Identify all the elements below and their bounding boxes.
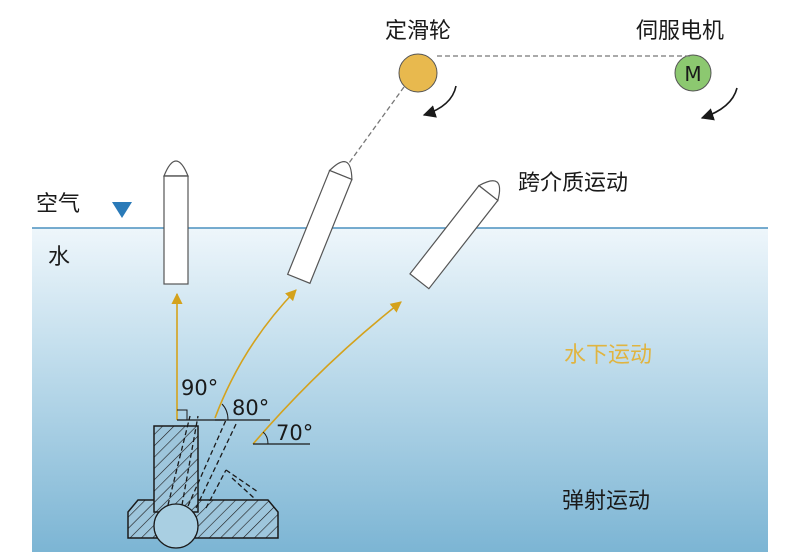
air-region — [32, 0, 768, 228]
angle-90-mark — [177, 409, 188, 420]
underwater-motion-label: 水下运动 — [564, 343, 652, 368]
vehicle-tilted-80 — [286, 161, 353, 285]
pulley-rotation-arrow — [422, 85, 457, 118]
servo-motor-label: 伺服电机 — [636, 19, 724, 44]
trajectory-80 — [214, 289, 297, 419]
motor-rotation-arrow — [700, 87, 738, 121]
angle-80-arc — [221, 403, 229, 421]
angle-70-label: 70° — [276, 421, 313, 445]
trajectory-70 — [252, 301, 402, 445]
angle-80-label: 80° — [232, 396, 269, 420]
angle-90-label: 90° — [181, 376, 218, 400]
servo-motor — [674, 54, 712, 92]
fixed-pulley — [398, 53, 438, 93]
fixed-pulley-label: 定滑轮 — [385, 19, 451, 44]
vehicle-tilted-70 — [409, 180, 501, 290]
vehicle-vertical — [163, 160, 189, 285]
launcher — [127, 415, 279, 549]
angle-70-arc — [262, 431, 269, 445]
water-label: 水 — [48, 245, 70, 270]
air-label: 空气 — [36, 192, 80, 217]
cross-medium-label: 跨介质运动 — [518, 171, 628, 196]
motor-symbol: M — [684, 62, 701, 86]
ejection-motion-label: 弹射运动 — [562, 489, 650, 514]
water-level-marker-icon — [112, 202, 132, 218]
